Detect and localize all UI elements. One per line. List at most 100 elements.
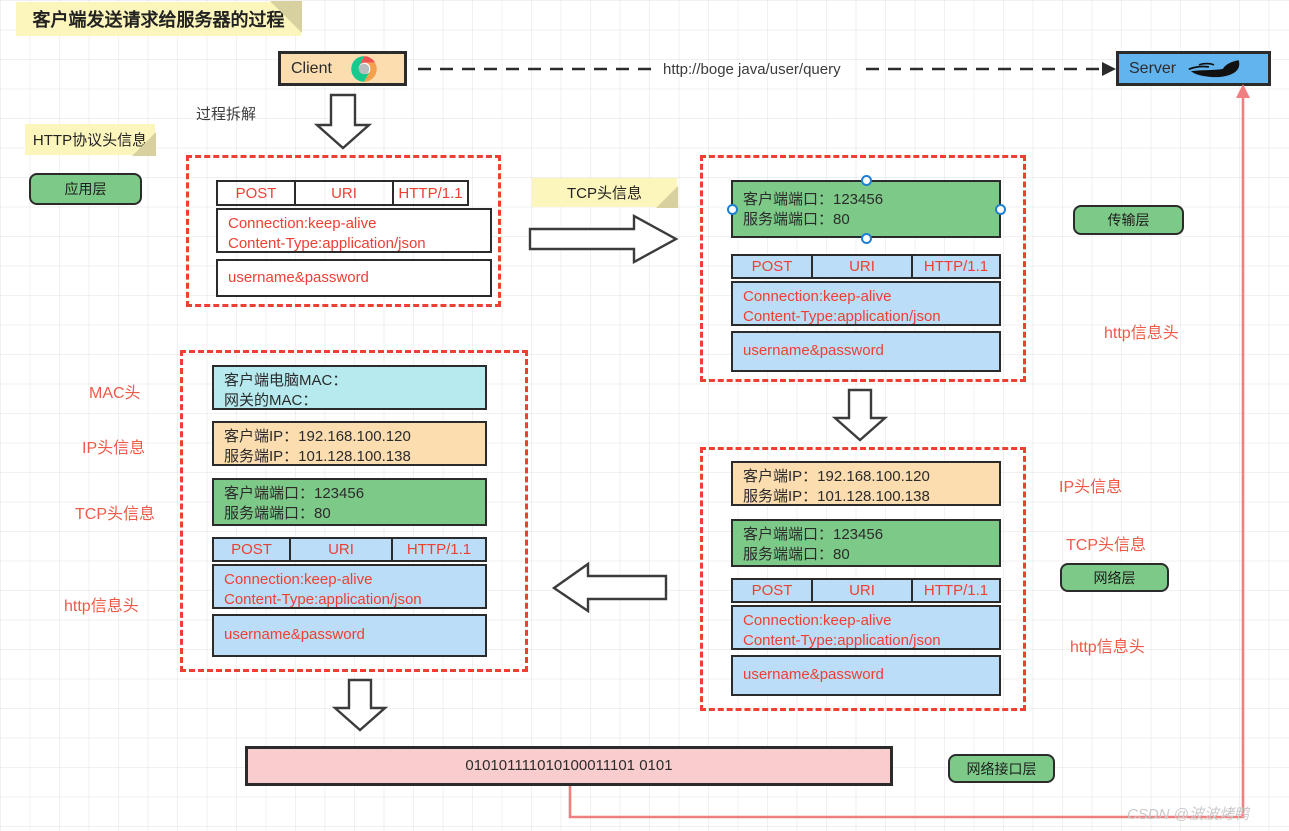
http-body-text: username&password <box>743 666 884 684</box>
http-header-line-1: Connection:keep-alive <box>224 571 373 588</box>
network-layer-packet-container-left <box>180 350 528 672</box>
http-version-cell: HTTP/1.1 <box>911 580 999 601</box>
http-headers-block-transport: Connection:keep-alive Content-Type:appli… <box>731 281 1001 326</box>
http-body-block-network-left: username&password <box>212 614 487 657</box>
network-to-interface-arrow <box>331 678 389 732</box>
transport-layer-packet-container <box>700 155 1026 382</box>
http-uri-cell: URI <box>294 182 392 204</box>
http-start-line-network-right: POST URI HTTP/1.1 <box>731 578 1001 603</box>
http-uri-cell: URI <box>289 539 391 560</box>
tcp-client-port-line: 客户端端口：123456 <box>743 526 884 543</box>
http-version-cell: HTTP/1.1 <box>392 182 467 204</box>
http-header-line-2: Content-Type:application/json <box>224 591 422 609</box>
http-header-line-2: Content-Type:application/json <box>228 235 426 253</box>
layer-application-label: 应用层 <box>64 181 107 197</box>
left-label-tcp-header: TCP头信息 <box>75 506 156 523</box>
selection-handle-left[interactable] <box>727 204 738 215</box>
http-header-line-1: Connection:keep-alive <box>743 612 892 629</box>
http-version-cell: HTTP/1.1 <box>911 256 999 277</box>
tcp-header-block-right: 客户端端口：123456 服务端端口：80 <box>731 519 1001 567</box>
tcp-client-port-line: 客户端端口：123456 <box>224 485 365 502</box>
right-label-ip-header: IP头信息 <box>1059 479 1123 496</box>
right-label-http-header-bottom: http信息头 <box>1070 639 1145 656</box>
network-layer-packet-container-right <box>700 447 1026 711</box>
http-start-line: POST URI HTTP/1.1 <box>216 180 469 206</box>
http-body-block-transport: username&password <box>731 331 1001 372</box>
server-label: Server <box>1129 59 1177 77</box>
http-method-cell: POST <box>235 184 277 202</box>
application-to-transport-arrow <box>528 213 679 265</box>
http-headers-block-network-right: Connection:keep-alive Content-Type:appli… <box>731 605 1001 650</box>
docker-whale-icon <box>1188 59 1240 77</box>
http-header-line-2: Content-Type:application/json <box>743 632 941 650</box>
http-header-line-1: Connection:keep-alive <box>743 288 892 305</box>
mac-gateway-line: 网关的MAC： <box>224 392 318 410</box>
http-header-note-text: HTTP协议头信息 <box>32 132 148 149</box>
tcp-header-sticky-note: TCP头信息 <box>532 178 678 208</box>
client-server-request-arrow <box>418 62 1116 76</box>
tcp-server-port-line: 服务端端口：80 <box>743 211 850 229</box>
http-method-cell: POST <box>214 539 289 560</box>
http-headers-block-network-left: Connection:keep-alive Content-Type:appli… <box>212 564 487 609</box>
ip-header-block-left: 客户端IP：192.168.100.120 服务端IP：101.128.100.… <box>212 421 487 466</box>
title-text: 客户端发送请求给服务器的过程 <box>32 10 285 30</box>
csdn-watermark: CSDN @波波烤鸭 <box>1127 806 1249 823</box>
right-label-http-header-top: http信息头 <box>1104 325 1179 342</box>
http-method-cell: POST <box>733 580 811 601</box>
sticky-fold-corner-icon <box>270 1 302 33</box>
mac-client-line: 客户端电脑MAC： <box>224 372 348 389</box>
layer-badge-transport: 传输层 <box>1073 205 1184 235</box>
selection-handle-top[interactable] <box>861 175 872 186</box>
http-header-line-1: Connection:keep-alive <box>228 215 377 232</box>
mac-header-block: 客户端电脑MAC： 网关的MAC： <box>212 365 487 410</box>
sticky-fold-corner-icon <box>656 186 678 208</box>
http-header-line-2: Content-Type:application/json <box>743 308 941 326</box>
tcp-server-port-line: 服务端端口：80 <box>743 546 850 564</box>
transport-to-network-arrow <box>831 388 889 442</box>
tcp-client-port-line: 客户端端口：123456 <box>743 191 884 208</box>
tcp-header-block-left: 客户端端口：123456 服务端端口：80 <box>212 478 487 526</box>
http-headers-block: Connection:keep-alive Content-Type:appli… <box>216 208 492 253</box>
http-start-line-transport: POST URI HTTP/1.1 <box>731 254 1001 279</box>
http-body-text: username&password <box>743 342 884 360</box>
http-uri-cell: URI <box>811 256 911 277</box>
http-version-cell: HTTP/1.1 <box>391 539 485 560</box>
ip-header-block-right: 客户端IP：192.168.100.120 服务端IP：101.128.100.… <box>731 461 1001 506</box>
left-label-http-header: http信息头 <box>64 598 139 615</box>
http-body-text: username&password <box>224 626 365 644</box>
http-header-sticky-note: HTTP协议头信息 <box>25 124 156 156</box>
http-uri-cell: URI <box>811 580 911 601</box>
server-node[interactable]: Server <box>1116 51 1271 86</box>
tcp-server-port-line: 服务端端口：80 <box>224 505 331 523</box>
client-decompose-down-arrow <box>313 93 373 150</box>
http-body-text: username&password <box>228 268 369 286</box>
layer-transport-label: 传输层 <box>1107 212 1150 228</box>
bitstream-bar: 010101111010100011101 0101 <box>245 746 893 786</box>
application-layer-packet-container <box>186 155 501 307</box>
ip-server-line: 服务端IP：101.128.100.138 <box>224 448 411 466</box>
tcp-header-note-text: TCP头信息 <box>566 185 642 202</box>
client-label: Client <box>291 59 332 77</box>
client-node[interactable]: Client <box>278 51 407 86</box>
selection-handle-bottom[interactable] <box>861 233 872 244</box>
selection-handle-right[interactable] <box>995 204 1006 215</box>
http-method-cell: POST <box>733 256 811 277</box>
layer-network-label: 网络层 <box>1093 569 1136 586</box>
layer-badge-application: 应用层 <box>29 173 142 205</box>
ip-client-line: 客户端IP：192.168.100.120 <box>224 428 411 445</box>
ip-server-line: 服务端IP：101.128.100.138 <box>743 488 930 506</box>
network-right-to-left-arrow <box>551 561 668 614</box>
process-breakdown-caption: 过程拆解 <box>196 106 257 123</box>
http-start-line-network-left: POST URI HTTP/1.1 <box>212 537 487 562</box>
left-label-mac-header: MAC头 <box>89 385 141 402</box>
sticky-fold-corner-icon <box>132 132 156 156</box>
transmission-path-to-server <box>568 84 1250 819</box>
request-url-text: http://boge java/user/query <box>663 61 841 78</box>
layer-badge-network-interface: 网络接口层 <box>948 754 1055 783</box>
ip-client-line: 客户端IP：192.168.100.120 <box>743 468 930 485</box>
left-label-ip-header: IP头信息 <box>82 440 146 457</box>
http-body-block-network-right: username&password <box>731 655 1001 696</box>
layer-network-interface-label: 网络接口层 <box>966 760 1037 777</box>
right-label-tcp-header: TCP头信息 <box>1066 537 1147 554</box>
title-sticky-note: 客户端发送请求给服务器的过程 <box>16 1 302 36</box>
